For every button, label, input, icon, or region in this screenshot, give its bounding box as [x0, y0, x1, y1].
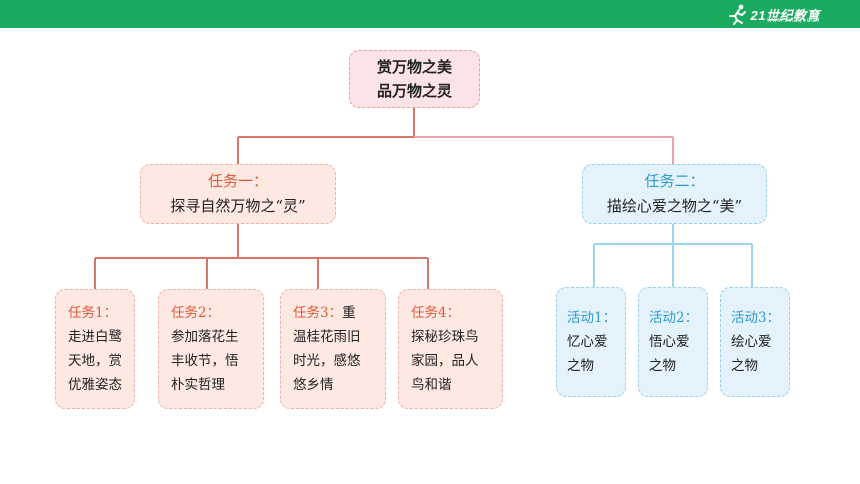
task-1-line-3: 优雅姿态: [68, 377, 122, 393]
activity-3-line-2: 之物: [731, 358, 758, 374]
branch2-title: 描绘心爱之物之“美”: [606, 197, 743, 215]
task-3-line-3: 悠乡情: [293, 377, 334, 393]
brand-url: WWW.21CNJY.COM: [766, 18, 820, 24]
task-1-label: 任务1：: [68, 305, 118, 321]
red-connectors: [94, 108, 429, 289]
activity-3-line-1: 绘心爱: [731, 334, 772, 350]
header-bar: 21世纪教育 WWW.21CNJY.COM: [0, 0, 860, 28]
task-1-line-1: 走进白鹭: [68, 329, 122, 345]
branch1-label: 任务一：: [207, 172, 268, 190]
task-3-line-1: 温桂花雨旧: [293, 329, 361, 345]
task-3-heading: 任务3：重: [293, 301, 356, 325]
task-2-line-3: 朴实哲理: [171, 377, 225, 393]
activity-3-label: 活动3：: [731, 310, 781, 326]
branch2-label: 任务二：: [644, 172, 705, 190]
brand-name: 21世纪教育: [750, 7, 820, 23]
activity-1-line-2: 之物: [567, 358, 594, 374]
root-node: 赏万物之美 品万物之灵: [349, 50, 480, 108]
activity-2-label: 活动2：: [649, 310, 699, 326]
blue-connectors: [593, 224, 753, 287]
activity-3-node: 活动3： 绘心爱 之物: [720, 287, 790, 397]
task-2-node: 任务2： 参加落花生 丰收节，悟 朴实哲理: [158, 289, 264, 409]
task-4-line-1: 探秘珍珠鸟: [411, 329, 479, 345]
task-1-node: 任务1： 走进白鹭 天地，赏 优雅姿态: [55, 289, 135, 409]
task-4-label: 任务4：: [411, 305, 461, 321]
root-line-1: 赏万物之美: [376, 58, 452, 76]
activity-2-line-2: 之物: [649, 358, 676, 374]
task-2-label: 任务2：: [171, 305, 221, 321]
task-2-line-1: 参加落花生: [171, 329, 239, 345]
activity-2-node: 活动2： 悟心爱 之物: [638, 287, 708, 397]
brand-logo: 21世纪教育 WWW.21CNJY.COM: [727, 3, 820, 25]
task-3-node: 任务3：重 温桂花雨旧 时光，感悠 悠乡情: [280, 289, 386, 409]
activity-1-node: 活动1： 忆心爱 之物: [556, 287, 626, 397]
task-3-line-2: 时光，感悠: [293, 353, 361, 369]
task-3-first-char: 重: [342, 305, 356, 321]
branch2-node: 任务二： 描绘心爱之物之“美”: [582, 164, 767, 224]
task-1-line-2: 天地，赏: [68, 353, 122, 369]
activity-2-line-1: 悟心爱: [649, 334, 690, 350]
branch1-title: 探寻自然万物之“灵”: [170, 197, 306, 215]
task-4-line-2: 家园，品人: [411, 353, 479, 369]
root-line-2: 品万物之灵: [376, 82, 452, 100]
task-2-line-2: 丰收节，悟: [171, 353, 239, 369]
activity-1-label: 活动1：: [567, 310, 617, 326]
task-4-node: 任务4： 探秘珍珠鸟 家园，品人 鸟和谐: [398, 289, 503, 409]
activity-1-line-1: 忆心爱: [567, 334, 608, 350]
branch1-node: 任务一： 探寻自然万物之“灵”: [140, 164, 336, 224]
runner-icon: [728, 4, 746, 25]
task-3-label: 任务3：: [293, 305, 343, 321]
task-4-line-3: 鸟和谐: [411, 377, 452, 393]
